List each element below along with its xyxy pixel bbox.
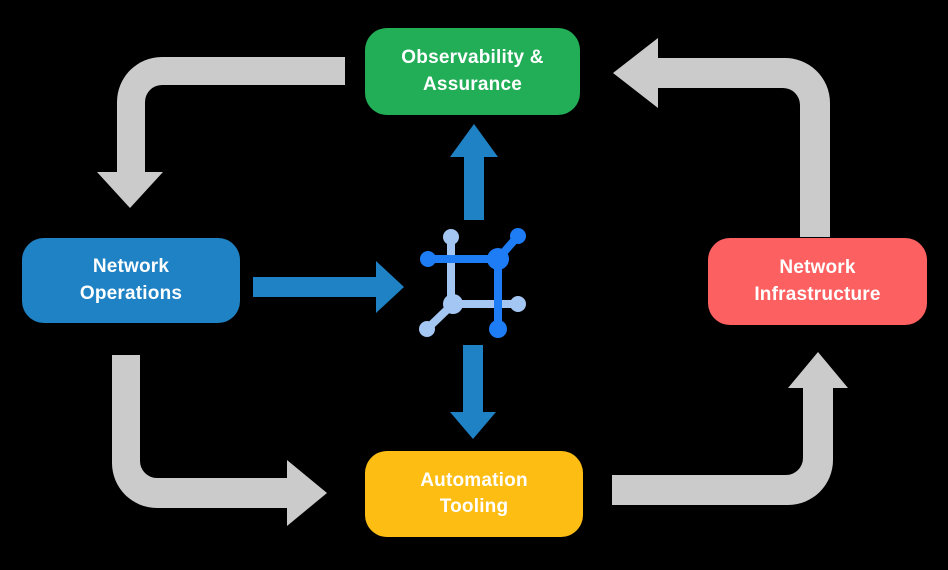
icon-node-bottom-left-corner	[443, 294, 463, 314]
icon-node-top-right-outer	[510, 228, 526, 244]
blue-arrow-center-to-automation	[450, 345, 496, 439]
node-automation-tooling: Automation Tooling	[365, 451, 583, 537]
icon-node-bottom-left-outer	[419, 321, 435, 337]
mesh-network-icon	[419, 228, 526, 338]
blue-arrow-operations-to-center	[253, 261, 404, 313]
node-observability-assurance: Observability & Assurance	[365, 28, 580, 115]
icon-node-top-right-corner	[487, 248, 509, 270]
blue-arrow-center-to-observability	[450, 124, 498, 220]
node-label-line: Operations	[79, 282, 183, 304]
node-label-line: Tooling	[439, 496, 509, 517]
node-label-line: Observability &	[401, 47, 544, 69]
gray-arrow-observability-to-operations	[97, 57, 345, 208]
node-label-line: Automation	[420, 469, 528, 491]
node-network-operations: Network Operations	[22, 238, 240, 323]
gray-arrow-operations-to-automation	[112, 355, 327, 526]
icon-node-right	[510, 296, 526, 312]
gray-arrow-infrastructure-to-observability	[613, 38, 830, 237]
node-label-line: Network	[92, 256, 170, 278]
icon-node-left	[420, 251, 436, 267]
node-label-line: Network	[779, 257, 856, 279]
node-network-infrastructure: Network Infrastructure	[708, 238, 927, 325]
gray-arrow-automation-to-infrastructure	[612, 352, 848, 505]
node-label-line: Assurance	[423, 73, 522, 95]
icon-node-bottom	[489, 320, 507, 338]
node-label-line: Infrastructure	[754, 283, 881, 305]
icon-node-top	[443, 229, 459, 245]
